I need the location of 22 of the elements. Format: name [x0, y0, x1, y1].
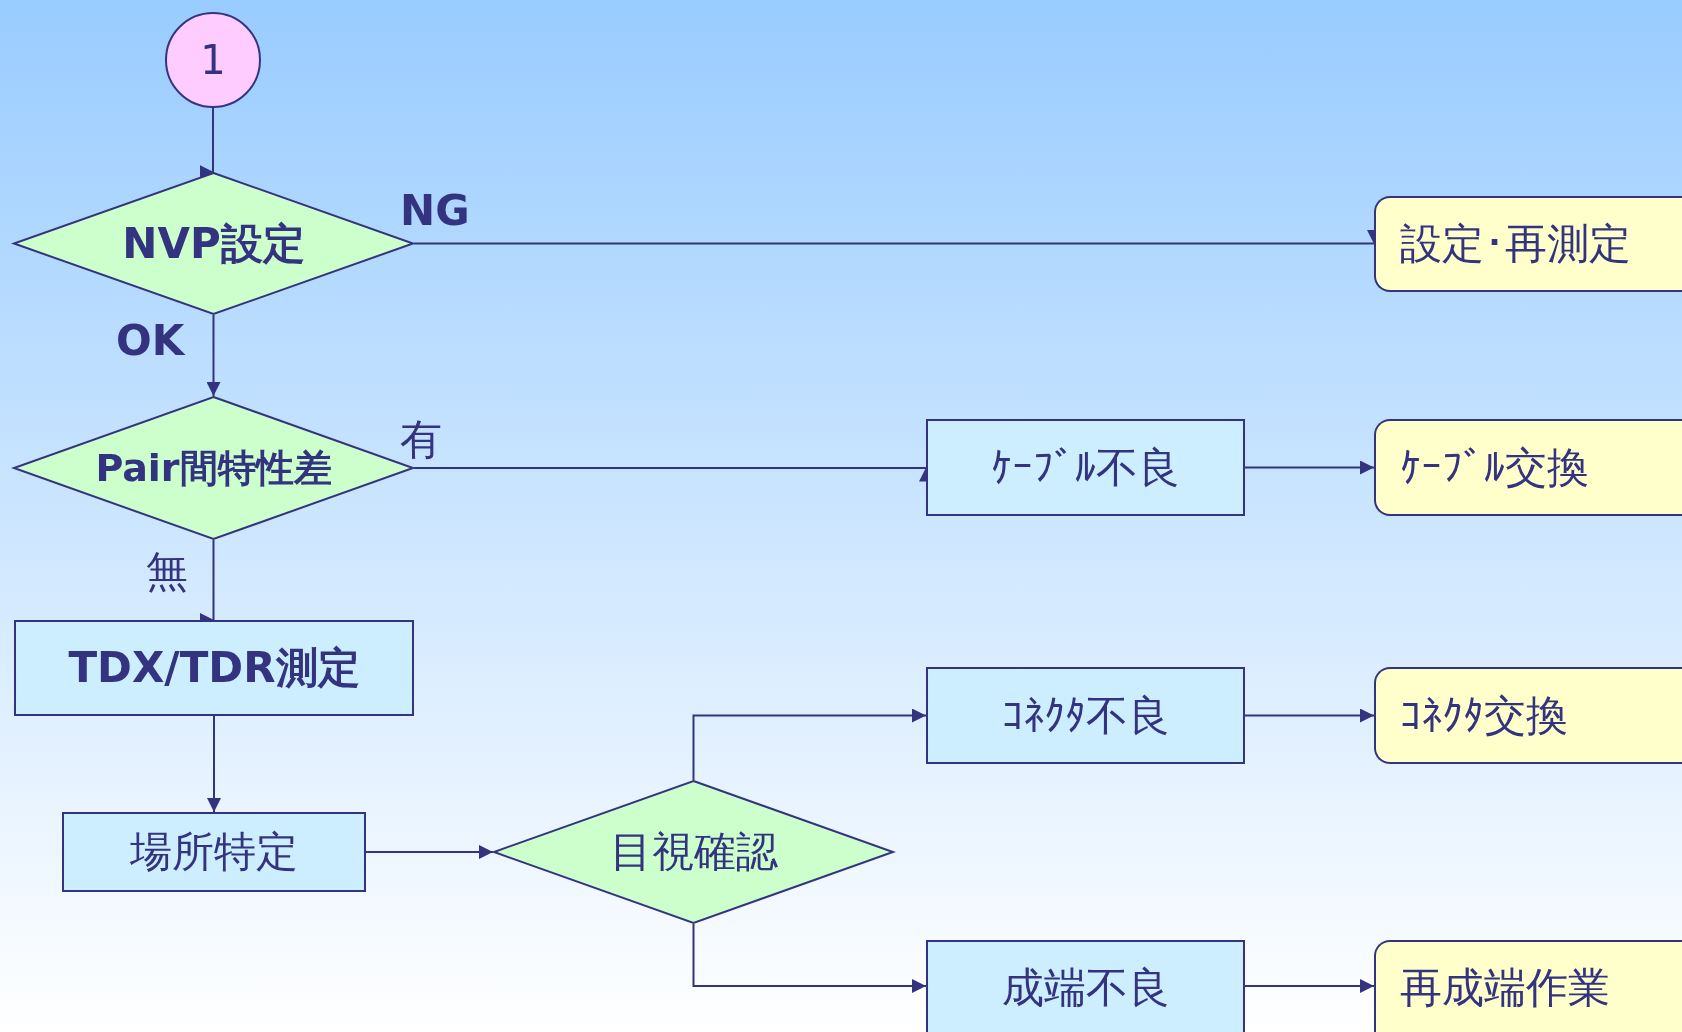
result-box: 設定･再測定: [1374, 196, 1682, 292]
result-box: ｺﾈｸﾀ交換: [1374, 667, 1682, 764]
arrow: [207, 715, 221, 813]
arrow: [206, 314, 221, 397]
arrow: [692, 708, 927, 781]
edge-label: OK: [116, 316, 185, 365]
process-box: TDX/TDR測定: [14, 620, 414, 716]
decision-diamond: 目視確認: [493, 780, 894, 924]
arrow: [1244, 979, 1375, 993]
process-box: ｹｰﾌﾞﾙ不良: [926, 419, 1245, 516]
process-box: 成端不良: [926, 940, 1245, 1032]
arrow: [1244, 460, 1375, 475]
arrow: [692, 923, 927, 993]
result-box: 再成端作業: [1374, 940, 1682, 1032]
arrow: [1244, 708, 1375, 723]
process-box: 場所特定: [62, 812, 366, 892]
result-box: ｹｰﾌﾞﾙ交換: [1374, 419, 1682, 516]
connector-circle: 1: [165, 12, 261, 108]
edge-label: 無: [146, 546, 188, 598]
arrow: [199, 107, 215, 179]
arrow: [365, 845, 494, 859]
process-box: ｺﾈｸﾀ不良: [926, 667, 1245, 764]
